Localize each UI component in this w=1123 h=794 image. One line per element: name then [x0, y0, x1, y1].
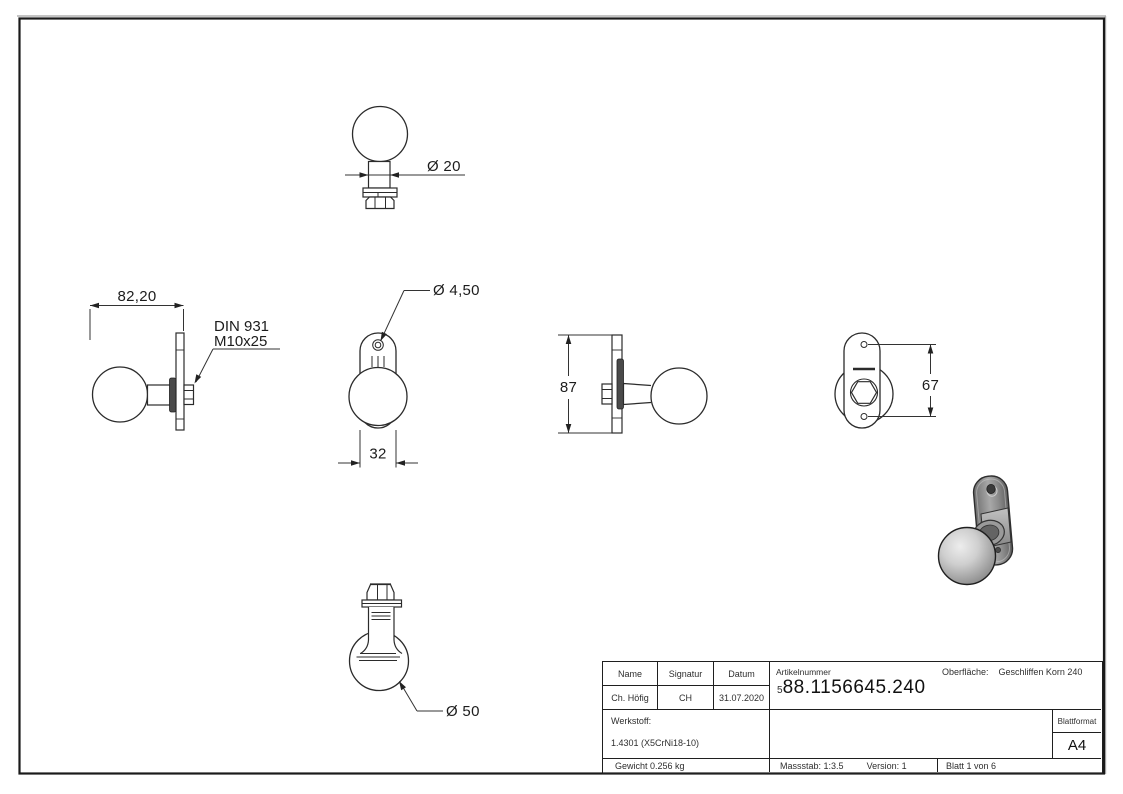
format-label: Blattformat — [1053, 710, 1101, 733]
bolt-leader — [194, 348, 280, 384]
screw-hole-ring — [372, 339, 384, 351]
neck-edge — [393, 607, 403, 655]
dim-label-length: 82,20 — [117, 288, 156, 305]
bolt-head — [183, 384, 195, 406]
leader-arrow — [380, 331, 387, 341]
weight-cell: Gewicht 0.256 kg — [603, 759, 770, 772]
neck-outline — [146, 384, 171, 406]
hole-3d-top — [986, 483, 996, 494]
empty-cell — [770, 710, 1053, 759]
dim-arrow — [359, 172, 369, 178]
material-value: 1.4301 (X5CrNi18-10) — [611, 738, 700, 748]
nut-outline — [366, 583, 395, 601]
nut-outline — [365, 196, 395, 210]
view-top: Ø 20 — [345, 105, 465, 210]
dim-ball-diameter — [399, 681, 443, 712]
hole-3d-bottom — [995, 547, 1001, 553]
material-cell: Werkstoff: 1.4301 (X5CrNi18-10) — [603, 710, 770, 759]
dim-label-height: 87 — [560, 379, 577, 396]
screw-hole — [374, 341, 382, 349]
header-name: Name — [603, 662, 658, 686]
dim-plate-width — [338, 430, 418, 468]
title-block: Name Signatur Datum Ch. Höfig CH 31.07.2… — [602, 661, 1103, 774]
ball-outline — [650, 367, 708, 425]
view-front: 32 Ø 4,50 — [338, 282, 480, 468]
article-number: 5 88.1156645.240 — [777, 677, 926, 699]
dim-arrow — [390, 172, 399, 178]
dim-label-spacing: 67 — [922, 377, 939, 394]
view-back: 67 — [834, 332, 939, 429]
scale-cell: Massstab: 1:3.5 Version: 1 — [770, 759, 938, 772]
dim-label-neck: Ø 20 — [427, 158, 461, 175]
bolt-label-line1: DIN 931 — [214, 318, 269, 335]
ball-outline — [351, 105, 409, 163]
value-date: 31.07.2020 — [714, 686, 770, 710]
leader-arrow — [399, 681, 406, 691]
dim-arrow — [396, 460, 405, 466]
screw-hole-top — [860, 341, 868, 348]
surface-row: Oberfläche: Geschliffen Korn 240 — [942, 667, 1082, 677]
format-cell: Blattformat A4 — [1053, 710, 1101, 759]
surface-value: Geschliffen Korn 240 — [998, 667, 1083, 677]
dim-arrow — [565, 335, 572, 344]
format-value: A4 — [1067, 737, 1087, 754]
ball-outline — [348, 366, 408, 427]
sheet-cell: Blatt 1 von 6 — [946, 761, 997, 771]
dim-plate-height — [558, 334, 612, 434]
collar-circle — [849, 378, 879, 407]
hex-nut — [850, 381, 878, 404]
dim-label-width: 32 — [369, 446, 386, 463]
ball-outline — [91, 366, 149, 423]
neck-outline — [622, 382, 652, 406]
view-bottom: Ø 50 — [348, 583, 480, 720]
dim-arrow — [174, 302, 184, 309]
dim-neck-diameter — [345, 172, 465, 178]
sphere-3d — [937, 526, 997, 586]
dim-length — [89, 302, 184, 340]
neck-edge — [360, 607, 370, 655]
article-label: Artikelnummer — [776, 667, 831, 677]
collar-section — [169, 377, 177, 413]
plate-outline — [175, 332, 185, 431]
neck-fill — [360, 607, 402, 654]
hole-leader — [380, 290, 430, 341]
dim-label-hole: Ø 4,50 — [433, 282, 480, 299]
dim-label-ball: Ø 50 — [446, 703, 480, 720]
view-side-left: 82,20 DIN 931 M10x25 — [89, 288, 280, 431]
article-prefix: 5 — [777, 685, 783, 696]
leader-arrow — [194, 374, 202, 384]
bolt-label-line2: M10x25 — [214, 333, 267, 350]
dim-arrow — [565, 424, 572, 433]
value-name: Ch. Höfig — [603, 686, 658, 710]
surface-label: Oberfläche: — [942, 667, 989, 677]
dim-arrow — [927, 407, 934, 417]
article-cell: Artikelnummer Oberfläche: Geschliffen Ko… — [770, 662, 1101, 710]
view-3d — [937, 475, 1014, 586]
article-number-value: 88.1156645.240 — [782, 677, 926, 698]
version-value: Version: 1 — [866, 761, 907, 771]
value-signature: CH — [658, 686, 714, 710]
collar-section — [616, 358, 624, 410]
dim-arrow — [927, 344, 934, 354]
dim-arrow — [351, 460, 360, 466]
header-signature: Signatur — [658, 662, 714, 686]
dim-arrow — [90, 302, 99, 309]
header-date: Datum — [714, 662, 770, 686]
screw-hole-bottom — [860, 413, 868, 420]
dim-hole-spacing — [868, 344, 936, 417]
material-label: Werkstoff: — [611, 716, 652, 726]
scale-value: Massstab: 1:3.5 — [780, 761, 844, 771]
bolt-head — [601, 383, 613, 405]
sheet-frame — [17, 15, 1107, 775]
view-side-right: 87 — [558, 334, 708, 434]
frame-border — [18, 17, 1106, 775]
